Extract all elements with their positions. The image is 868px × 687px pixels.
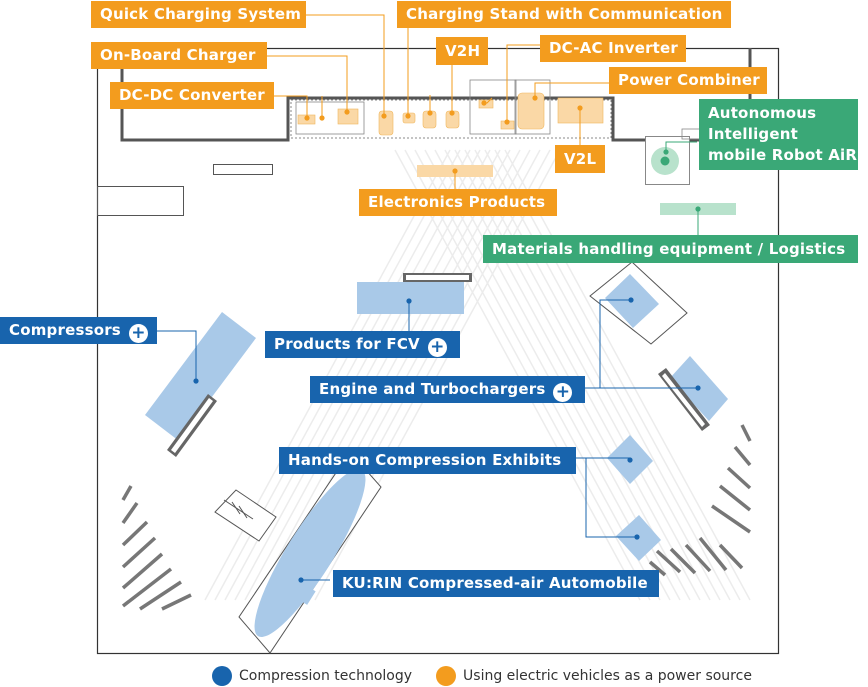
label-power-combiner[interactable]: Power Combiner <box>609 67 767 94</box>
leader-dots-green <box>663 149 701 212</box>
counter-booth-middle <box>469 79 517 135</box>
wall-ticks <box>121 424 752 611</box>
label-text: V2L <box>564 150 597 168</box>
leader-dots-orange <box>304 95 583 174</box>
counter-dashed <box>290 99 612 139</box>
engine-wall-right-inner <box>662 373 705 427</box>
label-text: Autonomous <box>708 104 817 122</box>
display-item <box>223 499 254 520</box>
label-text: DC-AC Inverter <box>549 39 679 57</box>
label-dc-ac-inverter[interactable]: DC-AC Inverter <box>540 35 686 62</box>
label-dc-dc-converter[interactable]: DC-DC Converter <box>110 82 274 109</box>
label-text: KU:RIN Compressed-air Automobile <box>342 574 648 592</box>
label-v2h[interactable]: V2H <box>436 37 488 65</box>
wall-box-1 <box>213 164 273 175</box>
label-materials-handling[interactable]: Materials handling equipment / Logistics <box>483 235 858 263</box>
compressors-wall-inner <box>171 398 213 453</box>
label-text: Quick Charging System <box>100 5 302 23</box>
kurin-wheel-2 <box>301 587 316 605</box>
label-autonomous-robot-air[interactable]: Autonomous Intelligent mobile Robot AiR <box>699 99 858 170</box>
legend-label: Using electric vehicles as a power sourc… <box>463 668 752 684</box>
legend-item-compression: Compression technology <box>212 666 412 686</box>
label-compressors[interactable]: Compressors + <box>0 317 157 344</box>
legend-label: Compression technology <box>239 668 413 684</box>
label-on-board-charger[interactable]: On-Board Charger <box>91 42 267 69</box>
kurin-body <box>254 469 366 637</box>
wall-box-2 <box>97 186 184 216</box>
counter-booth-right <box>514 79 551 135</box>
label-text: Materials handling equipment / Logistics <box>492 240 846 258</box>
plus-icon[interactable]: + <box>128 324 148 343</box>
label-text: Charging Stand with Communication <box>406 5 723 23</box>
orange-dot-icon <box>436 666 457 686</box>
legend: Compression technology Using electric ve… <box>212 665 776 687</box>
leader-dots-blue <box>193 297 701 583</box>
label-text: Products for FCV <box>274 335 420 353</box>
leader-lines-orange <box>260 14 612 190</box>
label-text: Electronics Products <box>368 193 546 211</box>
label-text: mobile Robot AiR <box>708 146 858 164</box>
label-text: On-Board Charger <box>100 46 256 64</box>
fcv-wall-inner <box>406 275 469 280</box>
compressors-area <box>145 312 256 441</box>
label-hands-on-compression[interactable]: Hands-on Compression Exhibits <box>279 447 576 474</box>
label-text: Intelligent <box>708 125 798 143</box>
plus-icon[interactable]: + <box>427 338 447 357</box>
label-quick-charging-system[interactable]: Quick Charging System <box>91 1 306 28</box>
label-v2l[interactable]: V2L <box>555 145 605 173</box>
leader-lines-green <box>665 141 699 236</box>
kurin-wheel-1 <box>265 574 280 592</box>
label-text: Engine and Turbochargers <box>319 380 546 398</box>
blue-dot-icon <box>212 666 232 686</box>
legend-item-electric: Using electric vehicles as a power sourc… <box>436 666 752 686</box>
plus-icon[interactable]: + <box>553 383 573 402</box>
label-text: Hands-on Compression Exhibits <box>288 451 562 469</box>
label-engine-turbochargers[interactable]: Engine and Turbochargers + <box>310 376 585 403</box>
label-text: Power Combiner <box>618 71 760 89</box>
label-text: DC-DC Converter <box>119 86 265 104</box>
label-products-for-fcv[interactable]: Products for FCV + <box>265 331 460 358</box>
counter-booth-left <box>295 101 365 135</box>
label-text: Compressors <box>9 321 121 339</box>
fcv-area <box>357 282 464 314</box>
label-kurin[interactable]: KU:RIN Compressed-air Automobile <box>333 570 659 597</box>
label-text: V2H <box>445 42 481 60</box>
label-charging-stand[interactable]: Charging Stand with Communication <box>397 1 731 28</box>
robot-dot <box>660 156 670 166</box>
leader-lines-blue <box>157 299 697 581</box>
label-electronics-products[interactable]: Electronics Products <box>359 189 557 216</box>
